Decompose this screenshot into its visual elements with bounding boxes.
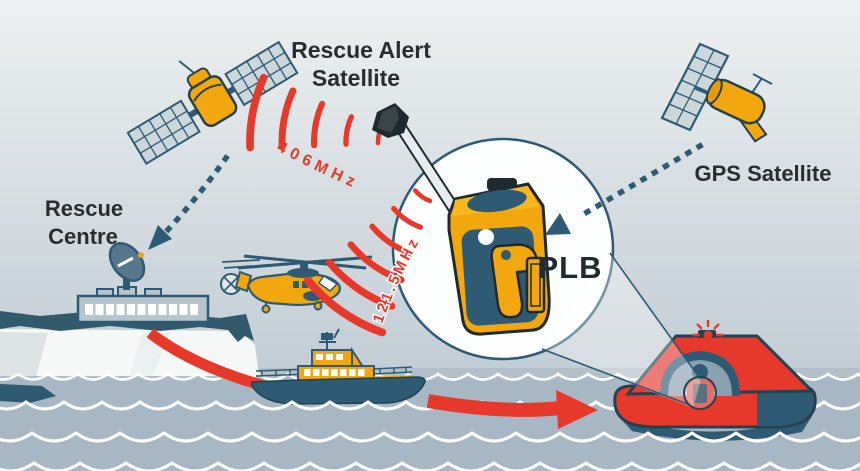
gps-satellite-icon (660, 42, 773, 143)
lifeboat-mast-icon (319, 328, 340, 350)
link-arrowhead-icon (148, 225, 172, 250)
sea-waves-row4 (0, 461, 860, 471)
rescue-centre-label-line1: Rescue (45, 196, 123, 221)
rescue-centre-label-line2: Centre (48, 224, 118, 249)
plb-device-icon (372, 103, 551, 336)
406mhz-signal-waves-icon (246, 73, 383, 152)
plb-in-hand-highlight-circle (683, 376, 717, 410)
plb-label: PLB (538, 250, 603, 285)
rescue-alert-satellite-label-line1: Rescue Alert (291, 37, 431, 63)
rescue-route-arrow (426, 390, 598, 429)
satellite-to-rescue-centre-link (148, 154, 230, 250)
sea-waves-row3 (0, 431, 860, 443)
strobe-light-icon (693, 320, 723, 349)
lifeboat-icon (251, 328, 426, 405)
magnifier-callout (541, 252, 717, 410)
rescue-alert-satellite-icon (126, 40, 299, 165)
rescue-alert-satellite-label-line2: Satellite (312, 65, 400, 91)
arrowhead-icon (556, 390, 598, 429)
121mhz-signal-waves-icon (303, 188, 433, 337)
survivor-icon (687, 364, 714, 403)
gps-to-plb-link (545, 142, 704, 235)
satellite-dish-icon (108, 242, 146, 290)
helicopter-icon (220, 254, 373, 314)
link-arrowhead-icon (545, 213, 571, 235)
rescue-centre-building-icon (76, 242, 210, 324)
gps-satellite-label: GPS Satellite (695, 161, 832, 186)
